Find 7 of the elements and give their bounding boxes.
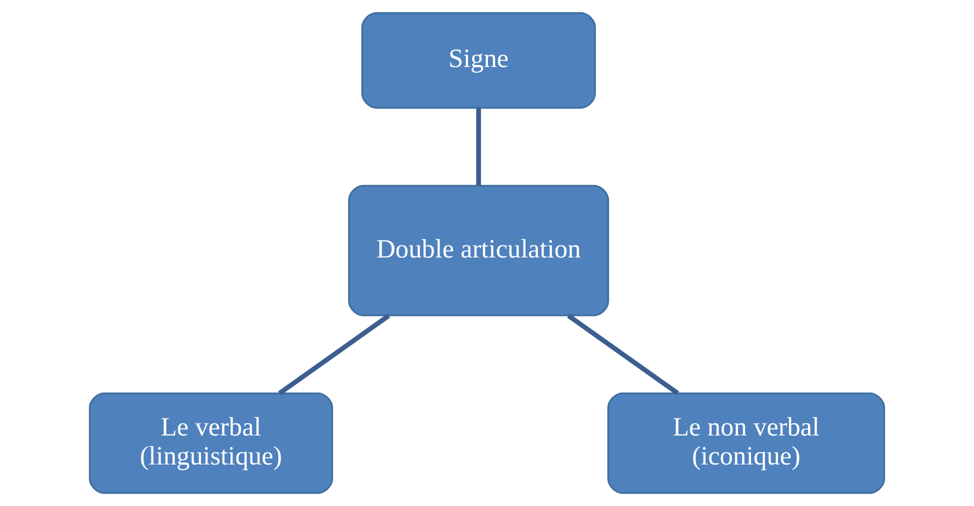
node-box: Le non verbal (iconique) (607, 392, 886, 494)
node-box: Signe (361, 12, 596, 109)
connector (567, 314, 680, 396)
connector (476, 108, 481, 186)
connector (278, 314, 390, 396)
node-box: Double articulation (348, 184, 610, 316)
node-box: Le verbal (linguistique) (88, 392, 334, 494)
